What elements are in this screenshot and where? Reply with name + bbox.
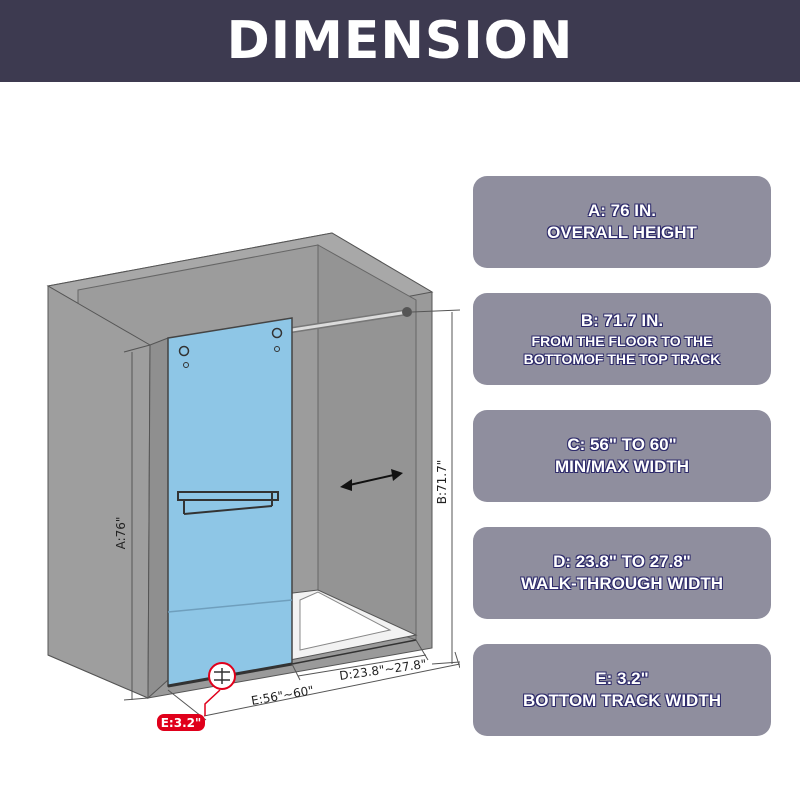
sliding-arrow — [340, 469, 403, 491]
towel-bar-handle — [177, 491, 279, 515]
roller-right — [271, 327, 283, 339]
label-e-width: E:56"~60" — [250, 683, 315, 708]
spec-e-desc: BOTTOM TRACK WIDTH — [523, 691, 721, 710]
spec-card-a: A: 76 IN. OVERALL HEIGHT — [473, 176, 771, 268]
spec-a-value: A: 76 IN. — [587, 200, 657, 220]
spec-card-d: D: 23.8" TO 27.8" WALK-THROUGH WIDTH — [473, 527, 771, 619]
dimension-d-line — [291, 639, 429, 681]
spec-b-value: B: 71.7 IN. — [580, 310, 664, 330]
spec-d-desc: WALK-THROUGH WIDTH — [520, 574, 724, 593]
label-e-track: E:3.2" — [161, 716, 202, 730]
spec-card-c: C: 56" TO 60" MIN/MAX WIDTH — [473, 410, 771, 502]
spec-e-value: E: 3.2" — [595, 668, 649, 688]
spec-b-desc-1: FROM THE FLOOR TO THE — [531, 332, 713, 349]
spec-a-desc: OVERALL HEIGHT — [547, 223, 697, 242]
front-frame — [147, 337, 169, 700]
front-left-wall — [47, 285, 151, 699]
roller-left — [178, 345, 190, 357]
page-title: DIMENSION — [226, 11, 574, 71]
glass-panel — [167, 317, 293, 687]
track-leader-line — [204, 689, 221, 716]
side-wall — [317, 244, 417, 641]
spec-b-desc-2: BOTTOMOF THE TOP TRACK — [523, 351, 721, 368]
label-a: A:76" — [114, 517, 128, 550]
track-detail-icon — [214, 668, 230, 684]
shower-base-inner — [299, 591, 392, 651]
spec-c-value: C: 56" TO 60" — [567, 434, 677, 454]
spec-d-value: D: 23.8" TO 27.8" — [553, 551, 691, 571]
spec-card-e: E: 3.2" BOTTOM TRACK WIDTH — [473, 644, 771, 736]
rail-stopper — [402, 307, 412, 317]
spec-c-desc: MIN/MAX WIDTH — [554, 457, 690, 476]
header-banner: DIMENSION — [0, 0, 800, 82]
shower-dimension-diagram: A:76" B:71.7" D:23.8"~27.8" E:56"~60" E:… — [46, 232, 460, 731]
dimension-a-line — [123, 344, 151, 701]
label-b: B:71.7" — [435, 460, 449, 505]
dimension-b-line — [411, 309, 460, 665]
track-label-highlight — [157, 714, 205, 731]
spec-card-b: B: 71.7 IN. FROM THE FLOOR TO THE BOTTOM… — [473, 293, 771, 385]
